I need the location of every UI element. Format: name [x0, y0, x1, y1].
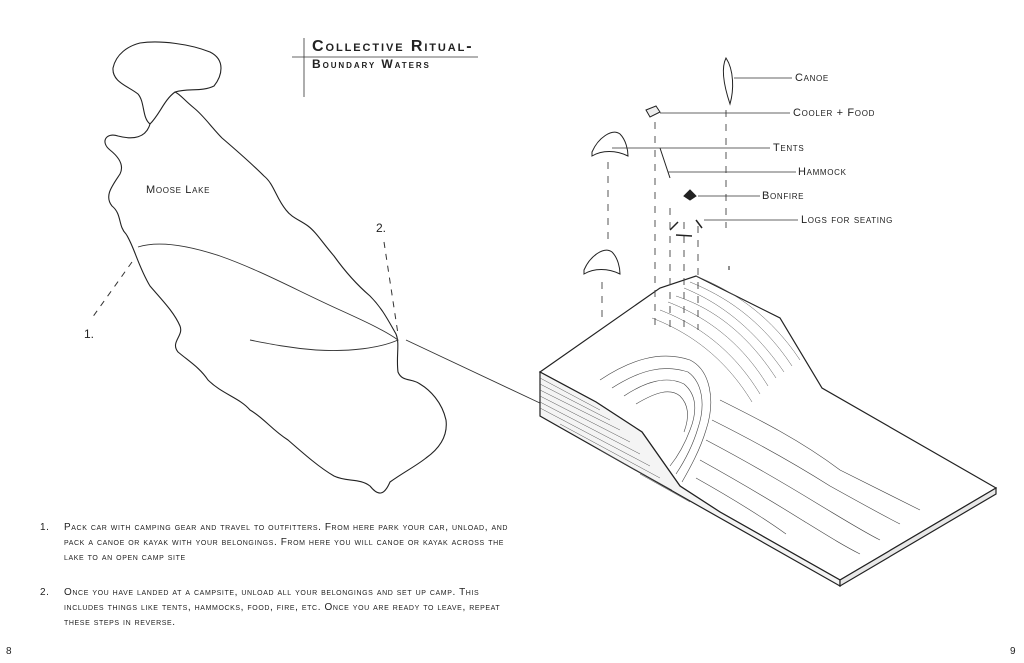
map-marker-2: 2. [376, 221, 387, 235]
label-cooler: Cooler + Food [793, 107, 876, 119]
exploded-drop-lines [601, 110, 727, 330]
note-text: Once you have landed at a campsite, unlo… [64, 587, 501, 628]
diagram-title: Collective Ritual- [312, 38, 474, 55]
hammock-icon [659, 147, 671, 179]
label-hammock: Hammock [798, 166, 847, 178]
note-item-2: 2. Once you have landed at a campsite, u… [40, 585, 510, 630]
canoe-route [137, 243, 399, 351]
label-canoe: Canoe [795, 72, 829, 84]
page-number-left: 8 [6, 646, 12, 657]
note-item-1: 1. Pack car with camping gear and travel… [40, 520, 510, 565]
block-right-face [839, 486, 997, 588]
label-leaders [612, 77, 798, 221]
tent-icon [591, 131, 629, 157]
label-bonfire: Bonfire [762, 190, 805, 202]
canoe-icon [723, 57, 734, 106]
marker-2-leader [383, 241, 399, 335]
cooler-icon [645, 105, 661, 118]
map-to-block-connector [405, 339, 543, 405]
note-text: Pack car with camping gear and travel to… [64, 522, 509, 563]
ridge-contours [651, 275, 801, 403]
block-hatching [539, 377, 691, 503]
diagram-subtitle: Boundary Waters [312, 57, 431, 71]
logs-icon [669, 219, 703, 237]
page-number-right: 9 [1010, 646, 1016, 657]
map-marker-1: 1. [84, 327, 95, 341]
label-logs: Logs for seating [801, 214, 893, 226]
block-front-face [539, 370, 841, 588]
moose-lake-label: Moose Lake [146, 184, 211, 196]
label-tents: Tents [773, 142, 805, 154]
bonfire-icon [683, 189, 697, 201]
note-number: 1. [40, 522, 50, 533]
valley-contours [599, 355, 921, 555]
note-number: 2. [40, 587, 50, 598]
marker-1-leader [91, 261, 133, 319]
moose-lake-outline [112, 41, 222, 125]
tent-icon-lower [583, 249, 621, 275]
terrain-block [538, 275, 998, 588]
moose-lake-shore [104, 91, 447, 494]
